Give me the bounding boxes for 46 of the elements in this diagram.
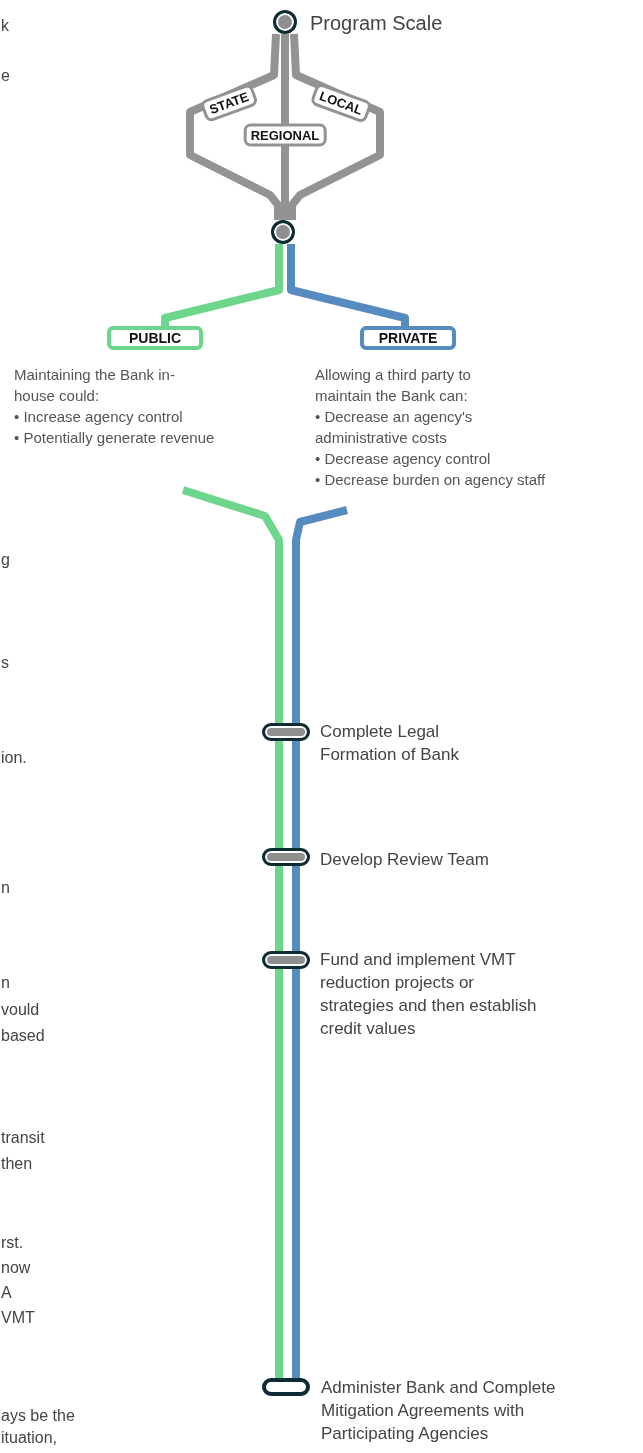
cut-off-text: VMT bbox=[1, 1309, 35, 1327]
cut-off-text: n bbox=[1, 879, 10, 897]
cut-off-text: vould bbox=[1, 1001, 40, 1019]
station-name: Program Scale bbox=[310, 12, 444, 35]
cut-off-text: rst. bbox=[1, 1234, 24, 1252]
route-line bbox=[275, 741, 283, 848]
station-name: Administer Bank and Complete Mitigation Agreements with Participating Agencies bbox=[321, 1377, 557, 1445]
station-name: Complete Legal Formation of Bank bbox=[320, 721, 460, 766]
route-line bbox=[161, 244, 283, 326]
cut-off-text: e bbox=[1, 67, 10, 85]
cut-off-text: based bbox=[1, 1027, 45, 1045]
description-text: • Decrease burden on agency staff bbox=[315, 470, 546, 490]
description-text: • Potentially generate revenue bbox=[14, 428, 215, 448]
edge-label: REGIONAL bbox=[243, 123, 327, 147]
route-line bbox=[292, 866, 300, 951]
station-circle bbox=[271, 220, 295, 244]
cut-off-text: s bbox=[1, 654, 9, 672]
route-line bbox=[186, 33, 282, 220]
station-name: Develop Review Team bbox=[320, 849, 490, 871]
cut-off-text: transit bbox=[1, 1129, 45, 1147]
cut-off-text: g bbox=[1, 551, 10, 569]
cut-off-text: A bbox=[1, 1284, 12, 1302]
description-text: Maintaining the Bank in-house could: bbox=[14, 365, 176, 406]
route-line bbox=[281, 34, 289, 220]
route-line bbox=[292, 741, 300, 848]
route-tag: PRIVATE bbox=[360, 326, 456, 350]
route-line bbox=[181, 486, 283, 723]
cut-off-text: now bbox=[1, 1259, 31, 1277]
cut-off-text: n bbox=[1, 974, 10, 992]
cut-off-text: then bbox=[1, 1155, 33, 1173]
route-line bbox=[275, 969, 283, 1378]
cut-off-text: ituation, bbox=[1, 1429, 58, 1447]
description-text: • Decrease agency control bbox=[315, 449, 492, 469]
route-line bbox=[287, 244, 409, 326]
description-text: • Increase agency control bbox=[14, 407, 184, 427]
cut-off-text: ion. bbox=[1, 749, 27, 767]
description-text: • Decrease an agency's administrative costs bbox=[315, 407, 474, 448]
cut-off-text: k bbox=[1, 17, 9, 35]
route-line bbox=[292, 969, 300, 1378]
station-name: Fund and implement VMT reduction projects or strategies and then establish credit values bbox=[320, 949, 538, 1040]
cut-off-text: ays be the bbox=[1, 1407, 75, 1425]
route-line bbox=[288, 33, 384, 220]
route-line bbox=[292, 506, 348, 723]
route-line bbox=[275, 866, 283, 951]
route-tag: PUBLIC bbox=[107, 326, 203, 350]
description-text: Allowing a third party to maintain the Bank can: bbox=[315, 365, 472, 406]
